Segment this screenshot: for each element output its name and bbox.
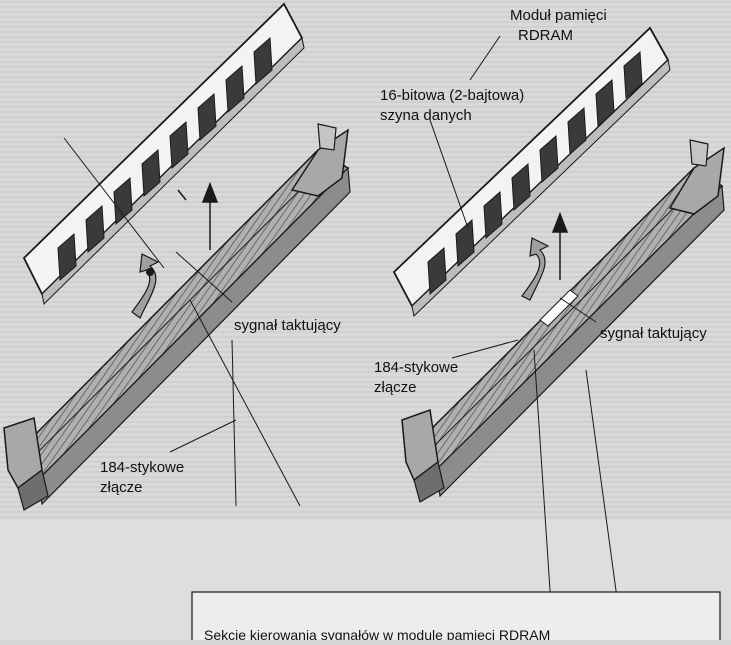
- right-connector-slot: [401, 139, 725, 503]
- right-module-chips: [427, 50, 643, 296]
- clock-label-left: sygnał taktujący: [234, 317, 341, 334]
- leader-lines: [63, 35, 621, 621]
- connector-label-right-line1: 184-stykowe: [374, 359, 458, 376]
- connector-label-left-line2: złącze: [100, 479, 143, 496]
- connector-label-right-line2: złącze: [374, 379, 417, 396]
- right-memory-module: [392, 26, 671, 317]
- connector-label-left-line1: 184-stykowe: [100, 459, 184, 476]
- module-title-line2: RDRAM: [518, 27, 573, 44]
- left-connector-slot: [3, 123, 351, 511]
- clock-label-right: sygnał taktujący: [600, 325, 707, 342]
- bus-label-line2: szyna danych: [380, 107, 472, 124]
- module-title-line1: Moduł pamięci: [510, 7, 607, 24]
- clock-arrows: [131, 237, 550, 319]
- caption-text: Sekcje kierowania sygnałów w module pami…: [204, 627, 550, 640]
- left-module-chips: [57, 36, 273, 282]
- diagram-labels: Moduł pamięci RDRAM 16-bitowa (2-bajtowa…: [100, 7, 707, 643]
- bus-label-line1: 16-bitowa (2-bajtowa): [380, 87, 524, 104]
- left-memory-module: [22, 2, 305, 306]
- insertion-arrows: [201, 181, 569, 280]
